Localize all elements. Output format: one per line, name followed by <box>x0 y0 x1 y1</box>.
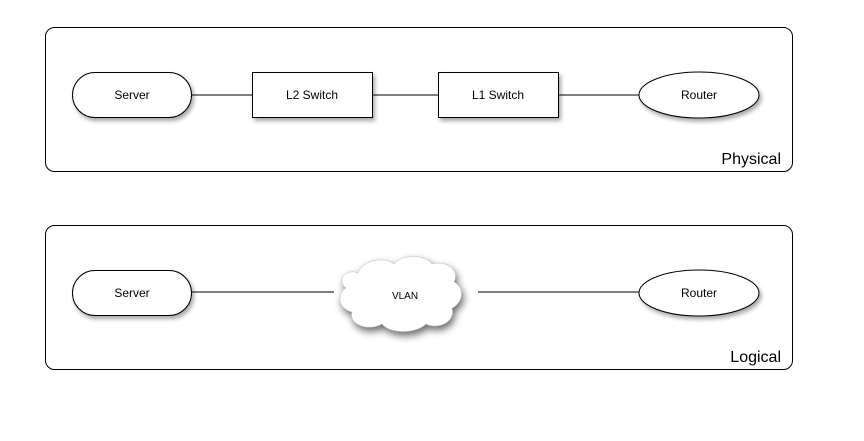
logical-vlan-label: VLAN <box>392 291 418 302</box>
physical-panel-label: Physical <box>721 151 781 168</box>
physical-l1-switch-label: L1 Switch <box>472 88 524 102</box>
vlan-cloud-icon <box>339 256 462 332</box>
physical-panel: Server L2 Switch L1 Switch Router Physic… <box>45 27 793 172</box>
logical-router-node: Router <box>638 269 760 317</box>
physical-router-label: Router <box>681 88 717 102</box>
logical-panel-label: Logical <box>730 349 781 366</box>
logical-server-label: Server <box>114 286 149 300</box>
physical-router-node: Router <box>638 71 760 119</box>
logical-panel: Server VLAN Router Logical <box>45 225 793 370</box>
physical-server-label: Server <box>114 88 149 102</box>
logical-server-node: Server <box>72 270 192 316</box>
logical-router-label: Router <box>681 286 717 300</box>
physical-server-node: Server <box>72 72 192 118</box>
physical-l2-switch-node: L2 Switch <box>252 72 373 118</box>
physical-l2-switch-label: L2 Switch <box>286 88 338 102</box>
physical-l1-switch-node: L1 Switch <box>438 72 559 118</box>
logical-vlan-cloud-node: VLAN <box>339 256 462 332</box>
physical-frame <box>45 27 793 172</box>
